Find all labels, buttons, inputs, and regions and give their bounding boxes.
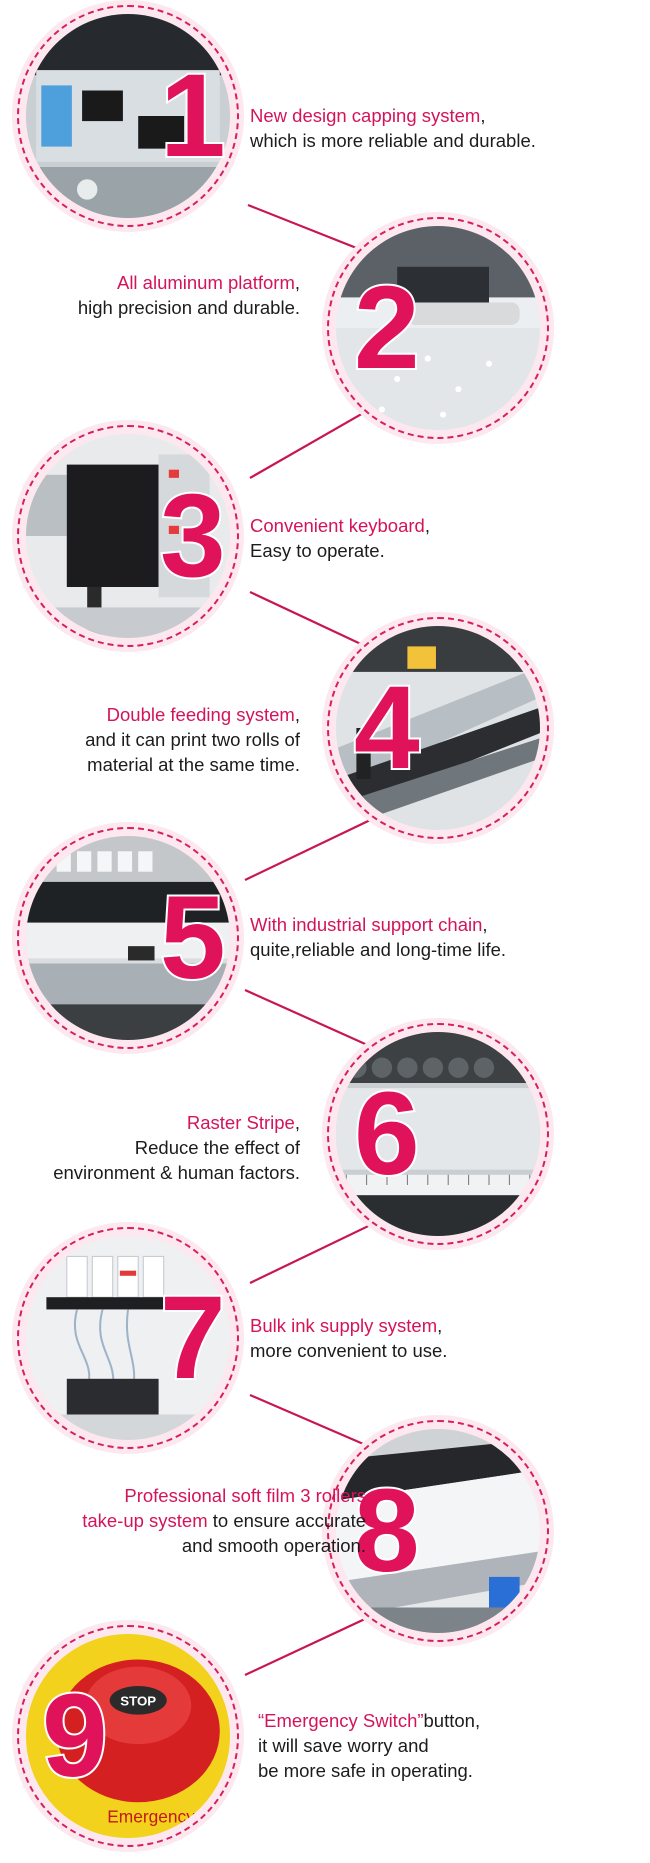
feature-text-1: New design capping system, which is more… (250, 105, 536, 151)
feeding-rollers-photo (336, 626, 540, 830)
feature-text-5: With industrial support chain, quite,rel… (250, 914, 507, 960)
feature-number-1: 1 (158, 50, 228, 182)
feature-number-2: 2 (352, 262, 422, 394)
feature-title-2: All aluminum platform (116, 272, 295, 293)
feature-circle-3: 3 (12, 420, 244, 652)
feature-text-9: “Emergency Switch”button, it will save w… (258, 1710, 481, 1781)
feature-circle-5: 5 (12, 822, 244, 1054)
feature-title-3: Convenient keyboard (250, 515, 425, 536)
feature-number-3: 3 (158, 470, 228, 602)
feature-text-7: Bulk ink supply system, more convenient … (250, 1315, 448, 1361)
feature-circle-1: 1 (12, 0, 244, 232)
feature-number-5: 5 (158, 872, 228, 1004)
support-chain-photo (26, 836, 230, 1040)
feature-number-8: 8 (352, 1465, 422, 1597)
feature-number-9: 9 (40, 1670, 110, 1802)
feature-title-1: New design capping system (250, 105, 481, 126)
feature-text-6: Raster Stripe, Reduce the effect of envi… (53, 1112, 300, 1183)
feature-circle-7: 7 (12, 1222, 244, 1454)
feature-circle-8: 8 (322, 1415, 554, 1647)
feature-text-3: Convenient keyboard, Easy to operate. (250, 515, 430, 561)
feature-circle-6: 6 (322, 1018, 554, 1250)
emergency-stop-photo: STOP Emergency Switch (26, 1634, 230, 1838)
feature-circle-9: STOP Emergency Switch 9 (12, 1620, 244, 1852)
feature-circle-4: 4 (322, 612, 554, 844)
feature-title-7: Bulk ink supply system (250, 1315, 438, 1336)
feature-circle-2: 2 (322, 212, 554, 444)
feature-number-6: 6 (352, 1068, 422, 1200)
feature-number-4: 4 (352, 662, 422, 794)
feature-title-8: Professional soft film 3 rollers (124, 1485, 366, 1506)
feature-title-6: Raster Stripe (186, 1112, 295, 1133)
stop-label: STOP (120, 1693, 156, 1708)
feature-title-9: “Emergency Switch” (258, 1710, 424, 1731)
feature-number-7: 7 (158, 1272, 228, 1404)
feature-text-8: Professional soft film 3 rollers take-up… (82, 1485, 366, 1556)
feature-title-4: Double feeding system (106, 704, 295, 725)
ink-bottles-photo (26, 1236, 230, 1440)
platform-photo (336, 226, 540, 430)
feature-text-2: All aluminum platform, high precision an… (77, 272, 300, 318)
feature-title-5: With industrial support chain (250, 914, 483, 935)
feature-text-4: Double feeding system, and it can print … (85, 704, 300, 775)
